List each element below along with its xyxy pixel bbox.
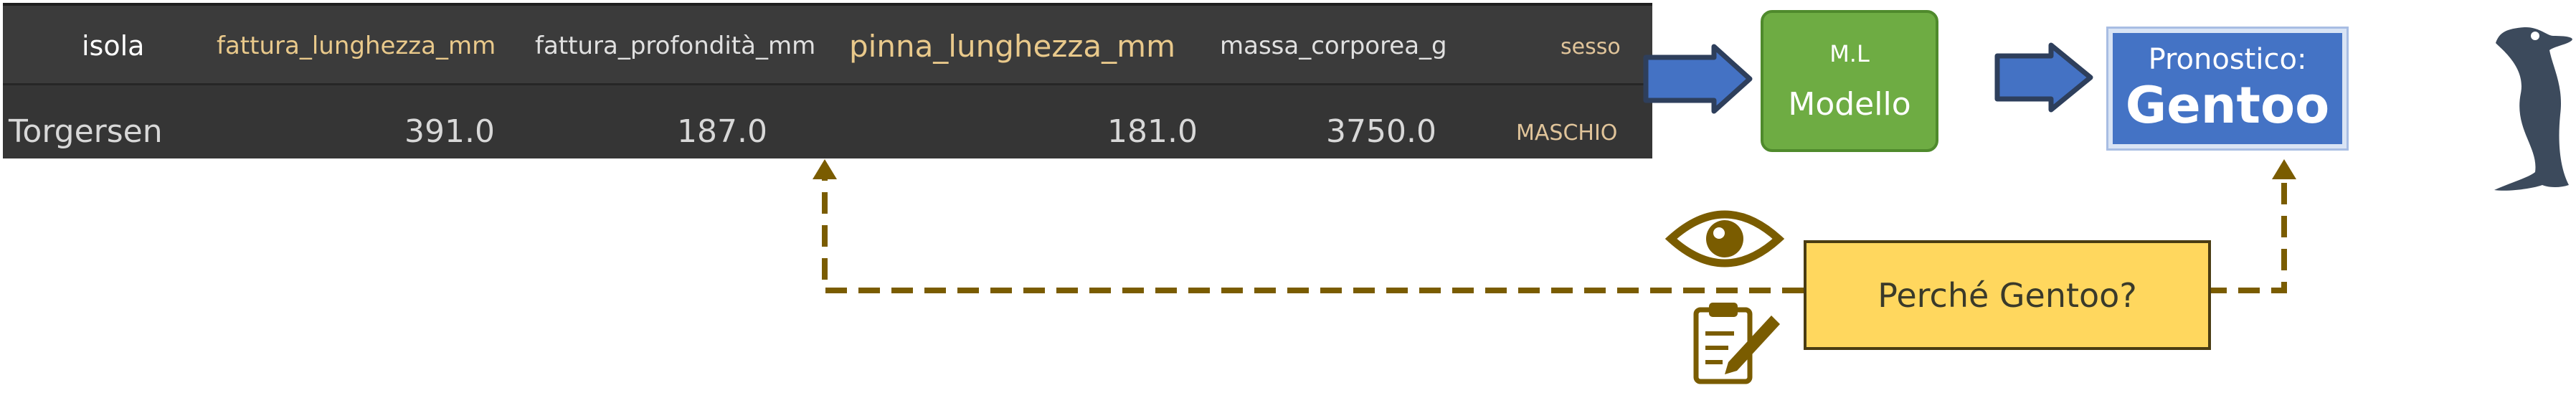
model-label: Modello: [1788, 85, 1911, 123]
cell-fattura-lunghezza: 391.0: [404, 113, 495, 150]
cell-isola: Torgersen: [9, 113, 163, 150]
arrow-up-icon: [2272, 159, 2296, 179]
header-isola: isola: [82, 30, 145, 62]
cell-sesso: MASCHIO: [1516, 120, 1618, 146]
feature-table: isola fattura_lunghezza_mm fattura_profo…: [3, 3, 1652, 158]
header-pinna-lunghezza: pinna_lunghezza_mm: [849, 29, 1175, 64]
arrow-right-icon: [1643, 44, 1753, 114]
header-fattura-profondita: fattura_profondità_mm: [535, 32, 816, 60]
question-box: Perché Gentoo?: [1804, 240, 2211, 350]
table-row: [3, 83, 1652, 158]
header-sesso: sesso: [1561, 34, 1621, 60]
question-text: Perché Gentoo?: [1877, 275, 2137, 315]
model-box: M.L Modello: [1761, 10, 1938, 152]
cell-massa-corporea: 3750.0: [1326, 113, 1436, 150]
table-header-row: isola fattura_lunghezza_mm fattura_profo…: [3, 6, 1652, 83]
header-fattura-lunghezza: fattura_lunghezza_mm: [217, 32, 496, 60]
penguin-icon: [2494, 27, 2572, 191]
arrow-up-icon: [813, 159, 837, 179]
header-massa-corporea: massa_corporea_g: [1220, 32, 1447, 60]
clipboard-icon: [1693, 303, 1780, 384]
model-label-ml: M.L: [1829, 39, 1870, 67]
dashed-connector: [822, 176, 2287, 293]
cell-pinna-lunghezza: 181.0: [1107, 113, 1198, 150]
prediction-box: Pronostico: Gentoo: [2106, 27, 2349, 151]
prediction-value: Gentoo: [2125, 75, 2330, 135]
eye-icon: [1665, 210, 1785, 267]
cell-fattura-profondita: 187.0: [677, 113, 767, 150]
arrow-right-icon: [1994, 42, 2093, 113]
prediction-label: Pronostico:: [2148, 42, 2307, 76]
